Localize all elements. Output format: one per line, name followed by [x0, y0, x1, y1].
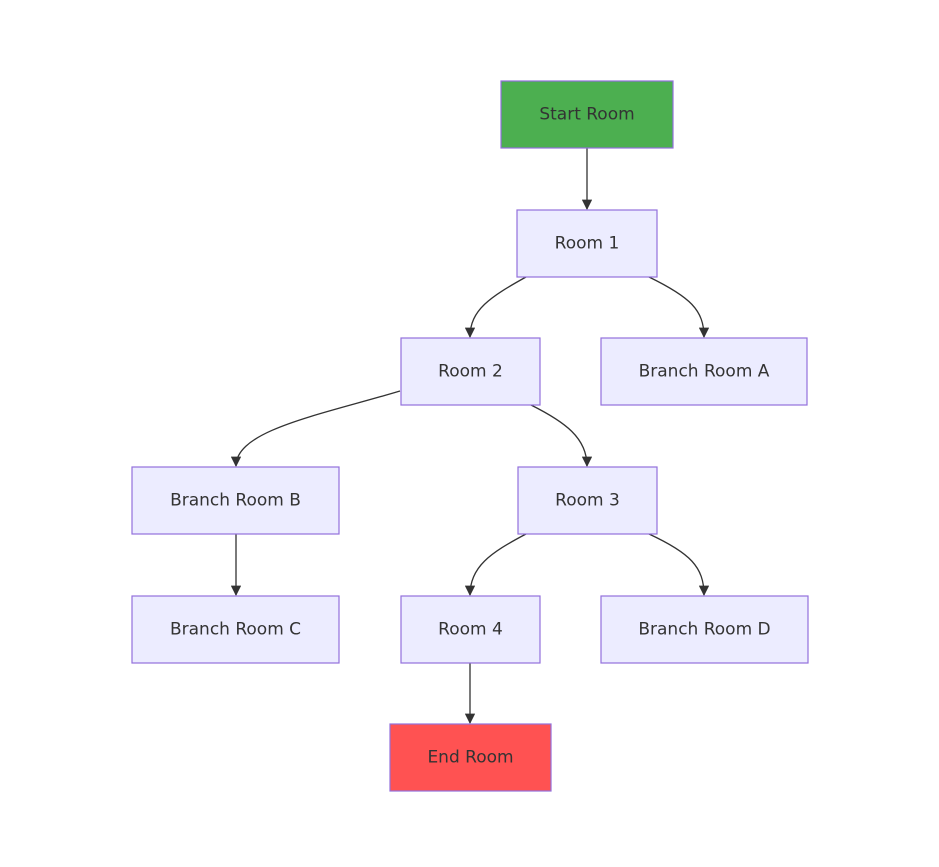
edges-layer [230, 148, 710, 725]
node-box-end-room [389, 723, 552, 792]
edge-room3-to-branch-room-d [648, 533, 710, 597]
node-branch-room-d[interactable]: Branch Room D [600, 595, 809, 664]
edge-room2-to-room3 [530, 404, 593, 468]
node-label-room-1: Room 1 [555, 234, 620, 254]
node-room-2[interactable]: Room 2 [400, 337, 541, 406]
node-label-end-room: End Room [427, 748, 513, 768]
edge-room1-to-branch-room-a [648, 276, 710, 339]
node-branch-room-b[interactable]: Branch Room B [131, 466, 340, 535]
node-label-room-3: Room 3 [555, 491, 620, 511]
node-room-4[interactable]: Room 4 [400, 595, 541, 664]
node-label-branch-room-a: Branch Room A [639, 362, 770, 382]
node-room-1[interactable]: Room 1 [516, 209, 658, 278]
node-box-start-room [500, 80, 674, 149]
node-end-room[interactable]: End Room [389, 723, 552, 792]
node-label-branch-room-c: Branch Room C [170, 620, 301, 640]
node-room-3[interactable]: Room 3 [517, 466, 658, 535]
node-label-room-2: Room 2 [438, 362, 503, 382]
node-label-branch-room-d: Branch Room D [638, 620, 770, 640]
edge-room3-to-room4 [464, 533, 527, 597]
node-box-room-4 [400, 595, 541, 664]
node-box-branch-room-c [131, 595, 340, 664]
node-branch-room-c[interactable]: Branch Room C [131, 595, 340, 664]
nodes-layer: Start Room Room 1 Room 2 Branch Room A B… [131, 80, 809, 792]
edge-room1-to-room2 [464, 276, 527, 339]
node-box-branch-room-b [131, 466, 340, 535]
node-box-branch-room-d [600, 595, 809, 664]
node-label-start-room: Start Room [539, 105, 634, 125]
node-box-room-1 [516, 209, 658, 278]
node-box-room-2 [400, 337, 541, 406]
node-box-room-3 [517, 466, 658, 535]
node-label-room-4: Room 4 [438, 620, 503, 640]
node-label-branch-room-b: Branch Room B [170, 491, 301, 511]
node-branch-room-a[interactable]: Branch Room A [600, 337, 808, 406]
node-start-room[interactable]: Start Room [500, 80, 674, 149]
node-box-branch-room-a [600, 337, 808, 406]
edge-room2-to-branch-room-b [230, 390, 401, 468]
